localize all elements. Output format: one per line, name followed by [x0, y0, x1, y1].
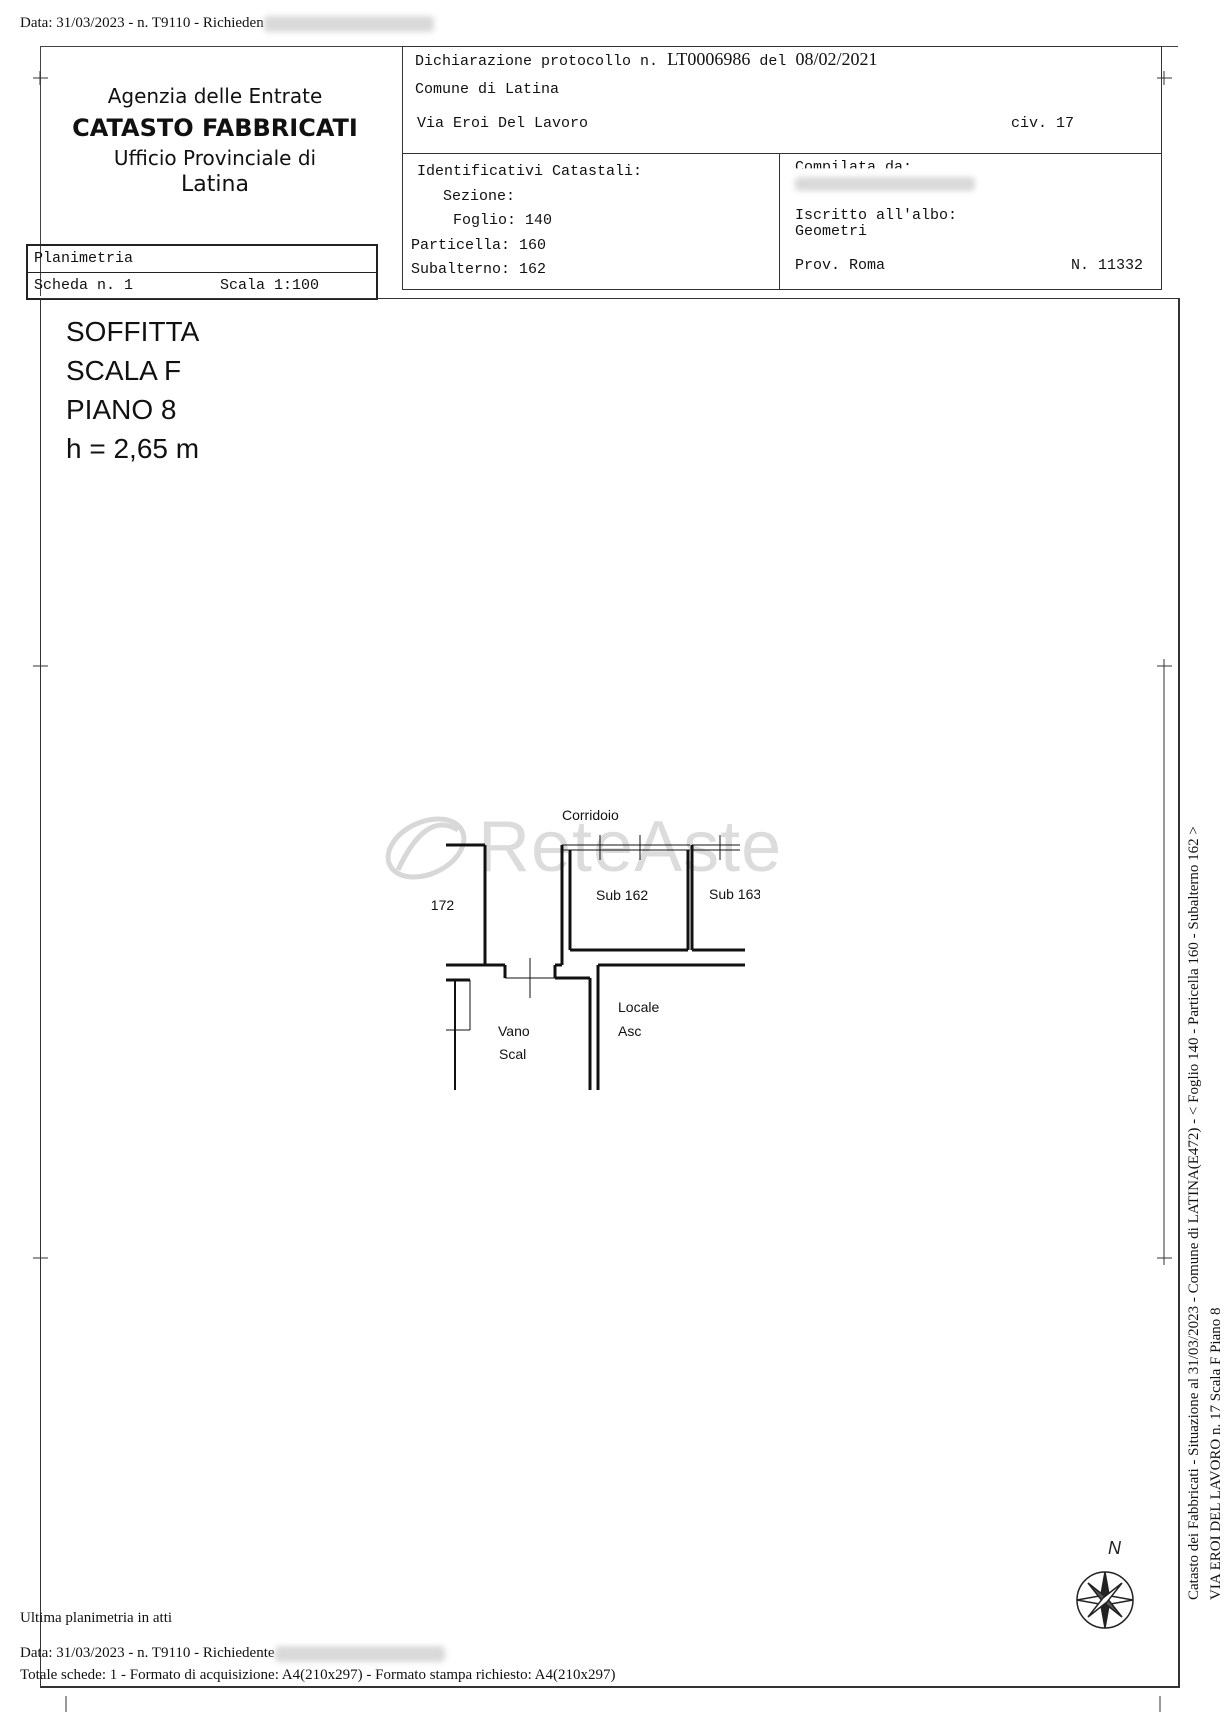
- label-asc: Asc: [618, 1023, 641, 1039]
- scheda-number: Scheda n. 1: [34, 277, 134, 294]
- redacted-requester: [263, 15, 434, 32]
- frame-left-line-upper: [40, 46, 41, 296]
- catasto-title: CATASTO FABBRICATI: [72, 114, 358, 142]
- agency-name: Agenzia delle Entrate: [107, 84, 323, 108]
- protocol-del: del: [759, 53, 787, 70]
- declaration-vertical-divider: [779, 153, 780, 289]
- ufficio-city: Latina: [181, 172, 249, 197]
- drawing-frame-right-thick: [1178, 298, 1180, 1688]
- side-text-line1: Catasto dei Fabbricati - Situazione al 3…: [1186, 826, 1202, 1600]
- albo-value: Geometri: [795, 223, 868, 240]
- particella-field: Particella: 160: [411, 237, 547, 254]
- label-corridoio: Corridoio: [562, 807, 619, 823]
- protocol-date: 08/02/2021: [795, 49, 878, 69]
- label-locale: Locale: [618, 999, 659, 1015]
- protocol-prefix: Dichiarazione protocollo n.: [415, 53, 659, 70]
- via-line: Via Eroi Del Lavoro: [417, 115, 589, 132]
- comune-line: Comune di Latina: [415, 81, 560, 98]
- compilata-title: Compilata da:: [795, 159, 913, 176]
- drawing-frame-bottom-thick: [40, 1686, 1180, 1688]
- plan-title-piano: PIANO 8: [66, 394, 177, 425]
- north-compass-icon: N: [1076, 1540, 1134, 1629]
- floor-plan: Corridoio Sub 172 Sub 162 Sub 163 Vano S…: [430, 807, 760, 1090]
- footer-data-text: Data: 31/03/2023 - n. T9110 - Richiedent…: [20, 1645, 275, 1661]
- planimetria-box: Planimetria Scheda n. 1 Scala 1:100: [26, 244, 378, 300]
- redacted-requester-footer: [274, 1645, 445, 1662]
- agency-header: Agenzia delle Entrate CATASTO FABBRICATI…: [40, 84, 390, 197]
- provincia-value: Prov. Roma: [795, 257, 886, 274]
- label-sub163: Sub 163: [709, 886, 760, 902]
- albo-number: N. 11332: [1071, 257, 1144, 274]
- foglio-field: Foglio: 140: [453, 212, 553, 229]
- subalterno-field: Subalterno: 162: [411, 261, 547, 278]
- planimetria-label: Planimetria: [34, 250, 134, 267]
- scale-label: Scala 1:100: [220, 277, 320, 294]
- watermark-text: ReteAste: [478, 807, 783, 887]
- planimetria-divider: [28, 272, 376, 273]
- north-label-icon: N: [1108, 1540, 1122, 1558]
- footer-data-line: Data: 31/03/2023 - n. T9110 - Richiedent…: [20, 1645, 445, 1662]
- label-sub172: Sub 172: [430, 897, 454, 913]
- watermark: ReteAste: [378, 800, 858, 905]
- civico: civ. 17: [1011, 115, 1075, 132]
- plan-title: SOFFITTA SCALA F PIANO 8 h = 2,65 m: [66, 312, 199, 468]
- plan-title-soffitta: SOFFITTA: [66, 316, 200, 347]
- sezione-field: Sezione:: [443, 188, 516, 205]
- plan-title-scala: SCALA F: [66, 355, 182, 386]
- iscritto-label: Iscritto all'albo:: [795, 207, 958, 224]
- declaration-divider: [403, 153, 1161, 154]
- label-scal: Scal: [499, 1046, 526, 1062]
- label-sub162: Sub 162: [596, 887, 648, 903]
- top-data-line: Data: 31/03/2023 - n. T9110 - Richieden: [20, 15, 434, 32]
- redacted-compiler: [795, 175, 975, 193]
- protocol-line: Dichiarazione protocollo n. LT0006986 de…: [415, 49, 877, 70]
- ufficio-label: Ufficio Provinciale di: [113, 146, 317, 170]
- declaration-box: Dichiarazione protocollo n. LT0006986 de…: [402, 46, 1162, 290]
- protocol-number: LT0006986: [667, 49, 751, 69]
- plan-title-height: h = 2,65 m: [66, 433, 200, 464]
- totale-schede: Totale schede: 1 - Formato di acquisizio…: [20, 1667, 616, 1683]
- label-vano: Vano: [498, 1023, 530, 1039]
- side-text-line2: VIA EROI DEL LAVORO n. 17 Scala F Piano …: [1208, 1307, 1224, 1601]
- ultima-planimetria: Ultima planimetria in atti: [20, 1610, 173, 1626]
- top-data-text: Data: 31/03/2023 - n. T9110 - Richieden: [20, 15, 264, 31]
- identificativi-title: Identificativi Catastali:: [417, 163, 643, 180]
- watermark-logo-icon: [385, 816, 467, 880]
